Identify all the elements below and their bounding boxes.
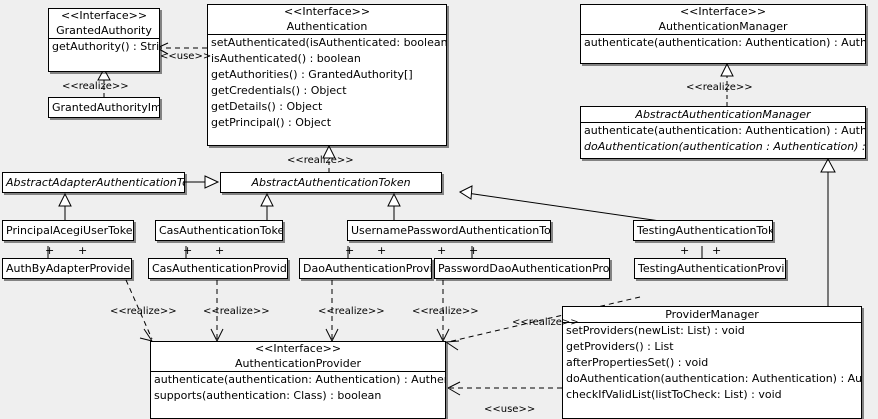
operation-row: doAuthentication(authentication: Authent…	[566, 372, 862, 385]
class-name-label: AbstractAuthenticationToken	[251, 176, 411, 189]
operations-compartment-authentication-provider: authenticate(authentication: Authenticat…	[151, 371, 445, 404]
class-username-password-authentication-token[interactable]: UsernamePasswordAuthenticationToken	[347, 220, 551, 241]
edge-label-realize-password-dao-provider: <<realize>>	[412, 306, 479, 317]
operations-compartment-provider-manager: setProviders(newList: List) : void getPr…	[563, 322, 861, 403]
edge-label-realize-dao-provider: <<realize>>	[318, 306, 385, 317]
association-plus-mark: +	[45, 244, 55, 257]
edge-label-realize-authentication: <<realize>>	[287, 155, 354, 166]
edge-label-realize-auth-by-adapter: <<realize>>	[110, 306, 177, 317]
operation-row: setAuthenticated(isAuthenticated: boolea…	[211, 36, 447, 49]
class-name-label: PrincipalAcegiUserToken	[6, 224, 134, 237]
operations-compartment-authentication: setAuthenticated(isAuthenticated: boolea…	[208, 34, 446, 131]
class-name-label: TestingAuthenticationProvider	[638, 262, 785, 275]
edge-label-realize-cas-provider: <<realize>>	[203, 306, 270, 317]
class-header-authentication-manager: <<Interface>> AuthenticationManager	[581, 5, 865, 34]
association-plus-mark: +	[377, 244, 387, 257]
class-name-label: ProviderManager	[665, 308, 759, 321]
operations-compartment-granted-authority: getAuthority() : String	[49, 38, 159, 55]
stereotype-label: <<Interface>>	[679, 5, 767, 18]
association-plus-mark: +	[437, 244, 447, 257]
class-abstract-authentication-token[interactable]: AbstractAuthenticationToken	[220, 172, 442, 193]
class-name-label: GrantedAuthorityImpl	[52, 101, 160, 114]
operation-row: getAuthorities() : GrantedAuthority[]	[211, 68, 413, 81]
class-authentication-manager[interactable]: <<Interface>> AuthenticationManager auth…	[580, 4, 866, 64]
class-abstract-authentication-manager[interactable]: AbstractAuthenticationManager authentica…	[580, 106, 866, 159]
class-name-label: GrantedAuthority	[56, 24, 152, 37]
class-header-granted-authority: <<Interface>> GrantedAuthority	[49, 9, 159, 38]
class-authentication-provider[interactable]: <<Interface>> AuthenticationProvider aut…	[150, 341, 446, 419]
operation-row: authenticate(authentication: Authenticat…	[584, 36, 865, 49]
operation-row: authenticate(authentication: Authenticat…	[584, 124, 865, 137]
class-authentication[interactable]: <<Interface>> Authentication setAuthenti…	[207, 4, 447, 146]
operation-row: supports(authentication: Class) : boolea…	[154, 389, 382, 402]
association-plus-mark: +	[680, 244, 690, 257]
class-dao-authentication-provider[interactable]: DaoAuthenticationProvider	[299, 258, 432, 279]
association-plus-mark: +	[78, 244, 88, 257]
operation-row: getPrincipal() : Object	[211, 116, 332, 129]
class-name-label: CasAuthenticationProvider	[152, 262, 288, 275]
stereotype-label: <<Interface>>	[283, 5, 371, 18]
edge-label-use-provider-manager: <<use>>	[484, 404, 536, 415]
edge-label-use-granted-authority: <<use>>	[160, 51, 212, 62]
operation-row: getDetails() : Object	[211, 100, 323, 113]
class-granted-authority-impl[interactable]: GrantedAuthorityImpl	[48, 97, 160, 118]
association-plus-mark: +	[712, 244, 722, 257]
class-cas-authentication-provider[interactable]: CasAuthenticationProvider	[148, 258, 288, 279]
association-plus-mark: +	[183, 244, 193, 257]
operation-row: setProviders(newList: List) : void	[566, 324, 745, 337]
operation-row: getProviders() : List	[566, 340, 674, 353]
class-name-label: AuthenticationProvider	[234, 357, 362, 370]
class-testing-authentication-token[interactable]: TestingAuthenticationToken	[633, 220, 773, 241]
class-name-label: AuthByAdapterProvider	[6, 262, 132, 275]
stereotype-label: <<Interface>>	[254, 342, 342, 355]
association-plus-mark: +	[215, 244, 225, 257]
class-name-label: DaoAuthenticationProvider	[303, 262, 431, 275]
class-name-label: TestingAuthenticationToken	[637, 224, 773, 237]
class-testing-authentication-provider[interactable]: TestingAuthenticationProvider	[634, 258, 786, 279]
operation-row: isAuthenticated() : boolean	[211, 52, 361, 65]
class-name-label: AbstractAdapterAuthenticationToken	[6, 176, 184, 189]
class-granted-authority[interactable]: <<Interface>> GrantedAuthority getAuthor…	[48, 8, 160, 72]
class-header-authentication: <<Interface>> Authentication	[208, 5, 446, 34]
class-auth-by-adapter-provider[interactable]: AuthByAdapterProvider	[2, 258, 132, 279]
operation-row: getAuthority() : String	[52, 40, 160, 53]
class-name-label: CasAuthenticationToken	[159, 224, 283, 237]
class-password-dao-authentication-provider[interactable]: PasswordDaoAuthenticationProvider	[434, 258, 610, 279]
class-name-label: Authentication	[286, 20, 368, 33]
association-plus-mark: +	[469, 244, 479, 257]
class-header-authentication-provider: <<Interface>> AuthenticationProvider	[151, 342, 445, 371]
class-principal-acegi-user-token[interactable]: PrincipalAcegiUserToken	[2, 220, 134, 241]
class-header-provider-manager: ProviderManager	[563, 307, 861, 322]
association-plus-mark: +	[345, 244, 355, 257]
class-cas-authentication-token[interactable]: CasAuthenticationToken	[155, 220, 283, 241]
class-abstract-adapter-authentication-token[interactable]: AbstractAdapterAuthenticationToken	[2, 172, 185, 193]
class-name-label: AuthenticationManager	[658, 20, 788, 33]
operation-row: afterPropertiesSet() : void	[566, 356, 709, 369]
edge-label-realize-provider-manager: <<realize>>	[512, 317, 579, 328]
operation-row: getCredentials() : Object	[211, 84, 347, 97]
operations-compartment-abstract-authentication-manager: authenticate(authentication: Authenticat…	[581, 122, 865, 155]
class-name-label: UsernamePasswordAuthenticationToken	[351, 224, 551, 237]
operation-row: authenticate(authentication: Authenticat…	[154, 373, 445, 386]
operations-compartment-authentication-manager: authenticate(authentication: Authenticat…	[581, 34, 865, 51]
class-header-abstract-authentication-manager: AbstractAuthenticationManager	[581, 107, 865, 122]
edge-label-realize-authentication-manager: <<realize>>	[686, 82, 753, 93]
class-provider-manager[interactable]: ProviderManager setProviders(newList: Li…	[562, 306, 862, 419]
class-name-label: AbstractAuthenticationManager	[635, 108, 811, 121]
stereotype-label: <<Interface>>	[60, 9, 148, 22]
operation-row: doAuthentication(authentication : Authen…	[584, 140, 866, 153]
edge-label-realize-granted-authority: <<realize>>	[62, 81, 129, 92]
class-name-label: PasswordDaoAuthenticationProvider	[438, 262, 610, 275]
operation-row: checkIfValidList(listToCheck: List) : vo…	[566, 388, 782, 401]
